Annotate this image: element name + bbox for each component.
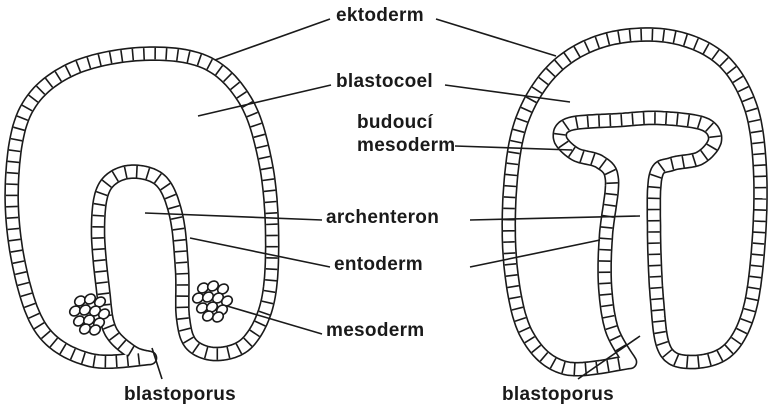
cell-border bbox=[265, 202, 277, 203]
cell-border bbox=[651, 299, 663, 300]
cell-border bbox=[265, 280, 276, 281]
cell-border bbox=[266, 213, 278, 214]
cell-border bbox=[754, 221, 766, 222]
label-blastoporus-right: blastoporus bbox=[502, 385, 614, 404]
cell-border bbox=[666, 113, 667, 125]
leader-mesoderm bbox=[227, 306, 322, 334]
cell-border bbox=[166, 48, 167, 60]
label-ektoderm: ektoderm bbox=[336, 6, 424, 25]
cell-border bbox=[127, 355, 128, 366]
leader-entoderm-right bbox=[470, 240, 600, 267]
leader-ektoderm-right bbox=[436, 19, 556, 56]
label-blastocoel: blastocoel bbox=[336, 72, 433, 91]
cell-border bbox=[600, 238, 612, 239]
cell-border bbox=[752, 254, 763, 255]
cell-border bbox=[7, 173, 19, 174]
cell-border bbox=[116, 356, 117, 368]
cell-border bbox=[177, 274, 189, 275]
cell-border bbox=[753, 154, 765, 155]
cell-border bbox=[506, 174, 518, 175]
cell-border bbox=[8, 228, 19, 229]
cell-border bbox=[650, 288, 662, 289]
cell-border bbox=[610, 115, 611, 126]
cell-border bbox=[504, 253, 516, 254]
cell-border bbox=[599, 283, 611, 284]
cell-border bbox=[687, 356, 688, 368]
cell-border bbox=[144, 48, 145, 59]
cell-border bbox=[621, 114, 622, 125]
cell-border bbox=[753, 243, 764, 244]
label-budouci: budoucí bbox=[357, 113, 433, 132]
cell-border bbox=[8, 161, 20, 162]
label-blastoporus-left: blastoporus bbox=[124, 385, 236, 404]
cell-border bbox=[652, 310, 664, 311]
label-archenteron: archenteron bbox=[326, 208, 439, 227]
cell-border bbox=[587, 116, 588, 128]
cell-border bbox=[504, 197, 516, 198]
leader-blastocoel-left bbox=[198, 85, 331, 116]
cell-border bbox=[505, 186, 516, 187]
embryo-right-gastrula bbox=[503, 29, 766, 375]
cell-border bbox=[94, 260, 105, 261]
left-mesoderm-cluster-b bbox=[191, 279, 234, 324]
cell-border bbox=[505, 264, 516, 265]
cell-border bbox=[754, 232, 766, 233]
cell-border bbox=[7, 217, 19, 218]
leader-ektoderm-left bbox=[215, 19, 330, 60]
cell-border bbox=[650, 276, 661, 277]
label-entoderm: entoderm bbox=[334, 255, 423, 274]
cell-border bbox=[176, 262, 187, 263]
cell-border bbox=[599, 250, 611, 251]
cell-border bbox=[600, 294, 611, 295]
cell-border bbox=[174, 240, 185, 241]
embryo-left-gastrula bbox=[6, 48, 278, 368]
cell-border bbox=[698, 356, 699, 367]
cell-border bbox=[132, 49, 133, 61]
cell-border bbox=[649, 265, 661, 266]
label-mesoderm: mesoderm bbox=[326, 321, 425, 340]
cell-border bbox=[644, 112, 645, 124]
right-embryo-wall bbox=[503, 29, 766, 375]
leader-blastocoel-right bbox=[445, 85, 570, 102]
cell-border bbox=[175, 251, 187, 252]
cell-border bbox=[599, 115, 600, 127]
cell-border bbox=[606, 183, 618, 184]
cell-border bbox=[266, 269, 278, 270]
label-future-mesoderm: mesoderm bbox=[357, 136, 456, 155]
cell-border bbox=[137, 166, 138, 178]
cell-border bbox=[630, 30, 631, 41]
cell-border bbox=[754, 165, 766, 166]
cell-border bbox=[93, 215, 104, 216]
cell-border bbox=[574, 363, 575, 375]
cell-border bbox=[632, 113, 633, 124]
cell-border bbox=[677, 114, 678, 125]
leader-entoderm-left bbox=[190, 238, 330, 267]
left-embryo-wall bbox=[6, 48, 278, 368]
cell-border bbox=[93, 249, 105, 250]
cell-border bbox=[649, 187, 661, 188]
